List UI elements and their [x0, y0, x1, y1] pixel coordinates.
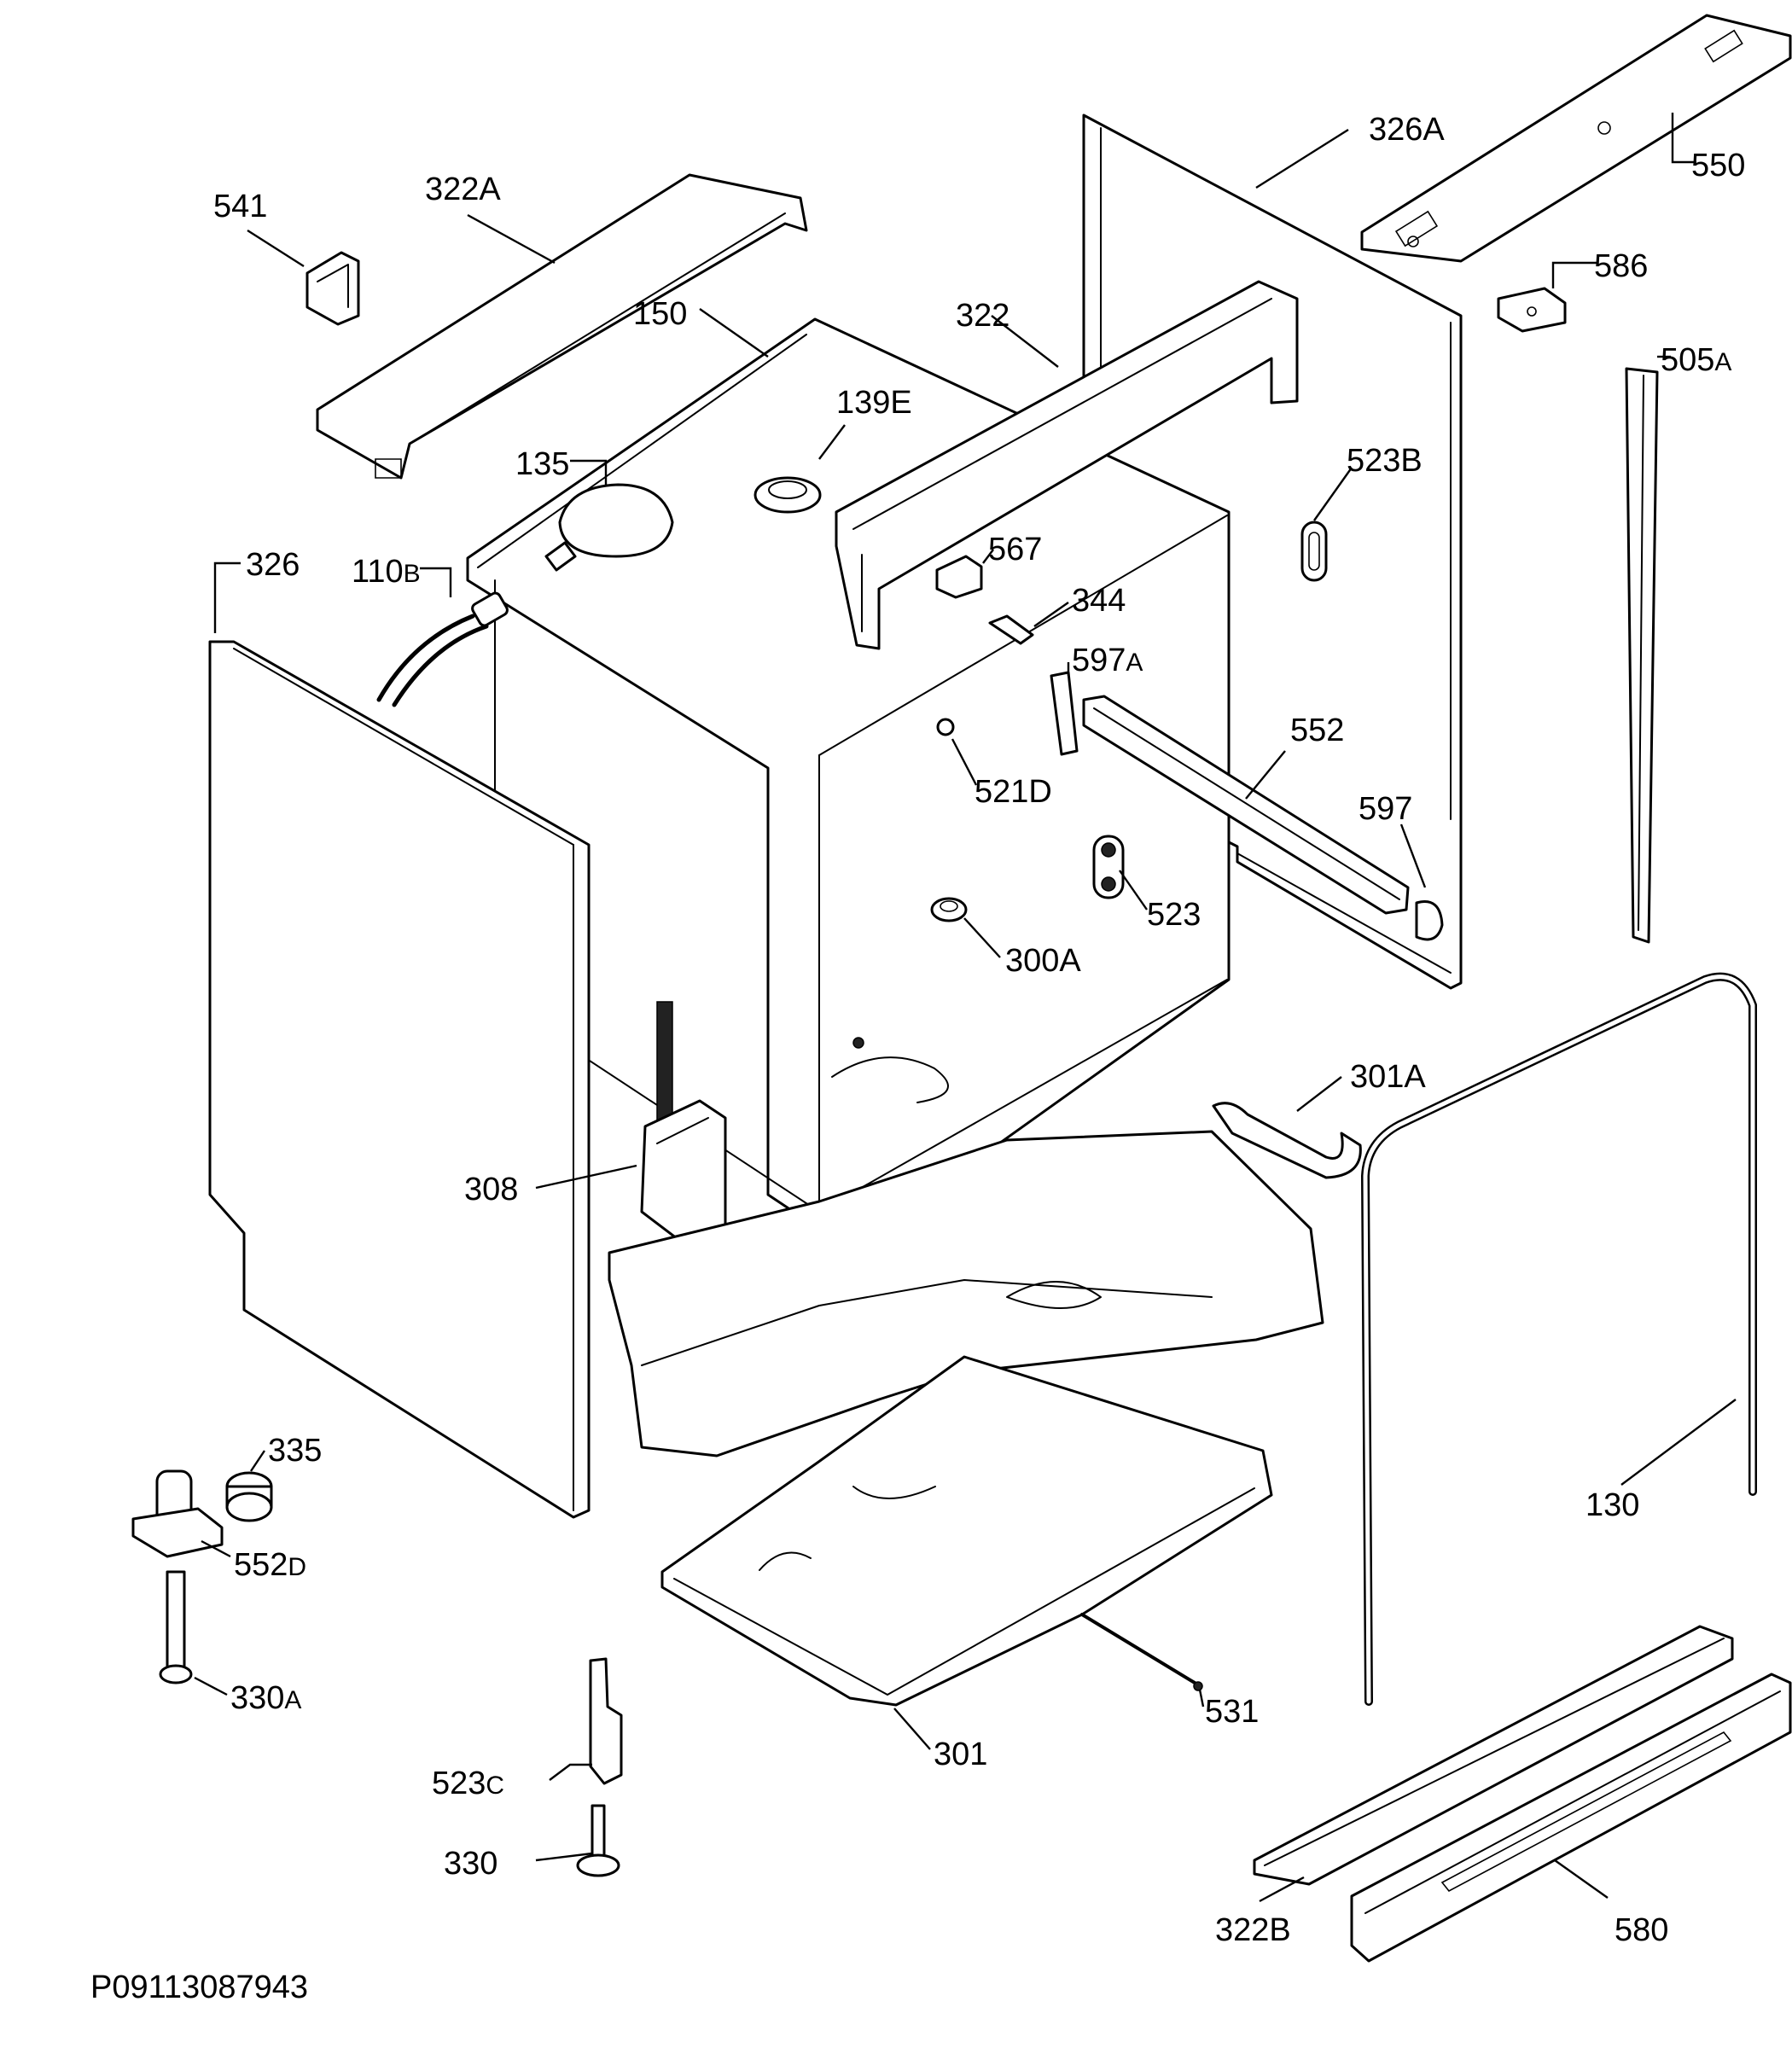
callout-531: 531 [1205, 1694, 1259, 1730]
part-531-rod[interactable] [1080, 1613, 1203, 1691]
leader-lines [194, 113, 1737, 1903]
part-597-clip[interactable] [1415, 900, 1444, 941]
callout-523: 523 [1147, 897, 1201, 933]
callout-322: 322 [956, 298, 1009, 334]
callout-301: 301 [934, 1737, 987, 1772]
part-322a-top-rail[interactable] [316, 173, 808, 480]
part-521d-plug[interactable] [936, 718, 955, 736]
callout-130: 130 [1585, 1487, 1639, 1523]
part-330a-screw[interactable] [159, 1570, 193, 1684]
callout-541: 541 [213, 189, 267, 224]
callout-597a: 597A [1072, 643, 1143, 678]
part-552d-valve[interactable] [131, 1469, 224, 1558]
part-base-frame[interactable] [608, 1130, 1324, 1457]
part-580-kickplate[interactable] [1350, 1673, 1792, 1963]
part-130-door-seal[interactable] [1361, 972, 1757, 1706]
callout-330a: 330A [230, 1680, 301, 1716]
part-586-bracket[interactable] [1497, 287, 1567, 333]
part-301-base-tray[interactable] [660, 1355, 1273, 1707]
callout-308: 308 [464, 1172, 518, 1207]
callout-326: 326 [246, 547, 300, 583]
part-523-roller[interactable] [1092, 835, 1125, 899]
part-301a-cover[interactable] [1212, 1102, 1362, 1179]
callout-552: 552 [1290, 713, 1344, 748]
callout-586: 586 [1594, 248, 1648, 284]
part-139e-spray-hub[interactable] [753, 476, 822, 514]
callout-139e: 139E [836, 385, 912, 421]
callout-150: 150 [633, 296, 687, 332]
part-335-gear[interactable] [225, 1471, 273, 1522]
callout-552d: 552D [234, 1547, 306, 1583]
part-597a-latch[interactable] [1050, 671, 1079, 756]
callout-521d: 521D [975, 774, 1052, 810]
callout-550: 550 [1691, 148, 1745, 183]
callout-135: 135 [515, 446, 569, 482]
callout-597: 597 [1359, 791, 1412, 827]
part-523b-eyelet[interactable] [1300, 521, 1328, 582]
part-322-top-frame[interactable] [835, 280, 1299, 650]
callout-330: 330 [444, 1846, 497, 1882]
part-135-salt-container[interactable] [544, 483, 674, 572]
callout-322a: 322A [425, 172, 501, 207]
document-id: P09113087943 [90, 1969, 308, 2005]
callout-110b: 110B [352, 554, 421, 590]
part-110b-hose[interactable] [376, 591, 509, 707]
part-330-screw[interactable] [576, 1804, 620, 1877]
part-505a-seal-strip[interactable] [1625, 367, 1659, 944]
callout-580: 580 [1615, 1912, 1668, 1948]
callout-505a: 505A [1661, 342, 1731, 378]
part-300a-nut[interactable] [930, 897, 968, 922]
callout-523b: 523B [1347, 443, 1423, 479]
callout-labels: 541 322A 150 322 326A 550 586 505A 139E … [213, 112, 1745, 1948]
part-308-hinge[interactable] [640, 1001, 727, 1251]
part-552-rail[interactable] [1082, 695, 1410, 915]
callout-567: 567 [988, 532, 1042, 567]
callout-326a: 326A [1369, 112, 1445, 148]
callout-300a: 300A [1005, 943, 1081, 979]
part-523c-hinge-pin[interactable] [589, 1657, 623, 1785]
callout-322b: 322B [1215, 1912, 1291, 1948]
part-541-clip[interactable] [305, 251, 360, 326]
part-567-clip[interactable] [935, 555, 983, 599]
callout-335: 335 [268, 1433, 322, 1469]
callout-344: 344 [1072, 583, 1126, 619]
part-322b-bottom-rail[interactable] [1253, 1625, 1734, 1886]
part-344-spring-clip[interactable] [988, 614, 1034, 645]
callout-301a: 301A [1350, 1059, 1426, 1095]
part-550-top-rail[interactable] [1360, 14, 1792, 263]
callout-523c: 523C [432, 1766, 504, 1801]
part-326-side-panel[interactable] [208, 640, 591, 1519]
